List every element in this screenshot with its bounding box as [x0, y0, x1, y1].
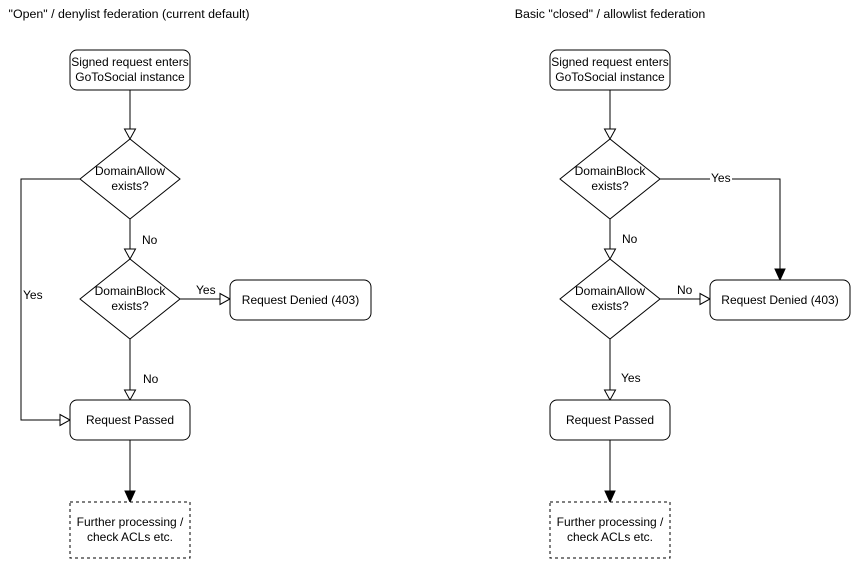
right-decision1-no-label: No	[621, 232, 639, 246]
left-passed-node	[69, 399, 191, 441]
left-arrowhead-open-passed-left	[59, 413, 72, 427]
left-decision2-diamond	[79, 258, 181, 340]
left-arrowhead-open-decision1	[123, 128, 137, 141]
right-passed-node	[549, 399, 671, 441]
right-flowchart-title: Basic "closed" / allowlist federation	[514, 7, 706, 21]
right-arrowhead-open-decision2	[603, 248, 617, 261]
left-start-node	[69, 49, 191, 91]
right-arrowhead-open-decision1	[603, 128, 617, 141]
right-decision1-yes-label: Yes	[710, 171, 732, 185]
right-decision1-diamond	[559, 138, 661, 220]
right-arrowhead-solid-denied-top	[774, 268, 786, 282]
left-decision1-no-label: No	[141, 233, 159, 247]
left-further-node	[69, 501, 191, 559]
left-flowchart-title: "Open" / denylist federation (current de…	[8, 7, 250, 21]
right-denied-node	[709, 279, 851, 321]
left-arrowhead-open-decision2	[123, 248, 137, 261]
right-arrowhead-solid-further	[604, 490, 616, 504]
right-decision2-no-label: No	[676, 283, 694, 297]
right-arrowhead-open-denied-left	[699, 292, 712, 306]
right-further-node	[549, 501, 671, 559]
right-decision2-yes-label: Yes	[620, 371, 642, 385]
left-arrowhead-solid-further	[124, 490, 136, 504]
left-arrowhead-open-passed-top	[123, 389, 137, 402]
left-decision1-yes-label: Yes	[22, 288, 44, 302]
right-arrowhead-open-passed-top	[603, 389, 617, 402]
left-denied-node	[229, 279, 372, 321]
right-decision2-diamond	[559, 258, 661, 340]
left-decision1-diamond	[79, 138, 181, 220]
left-decision2-no-label: No	[142, 372, 160, 386]
left-decision2-yes-label: Yes	[195, 283, 217, 297]
left-arrowhead-open-denied	[219, 292, 232, 306]
right-edge-decision1-yes	[660, 178, 781, 269]
right-start-node	[549, 49, 671, 91]
left-edge-decision1-yes	[20, 178, 80, 421]
